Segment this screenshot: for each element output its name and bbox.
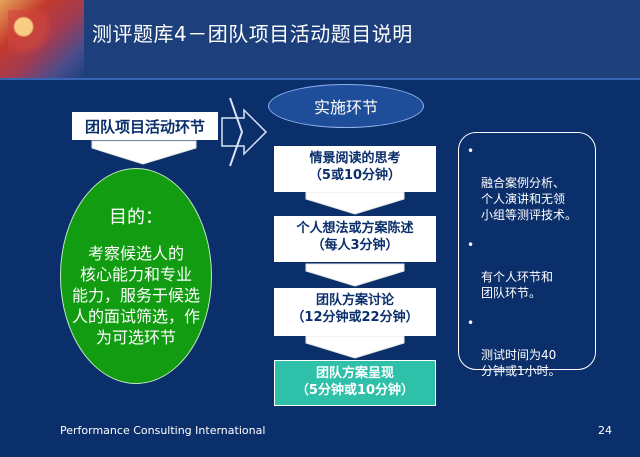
note-item: • 测试时间为40 分钟或1小时。 xyxy=(467,315,587,379)
note-text: 有个人环节和 团队环节。 xyxy=(481,270,554,300)
step-box: 团队方案讨论 （12分钟或22分钟） xyxy=(274,288,436,336)
page-number: 24 xyxy=(598,424,612,437)
step-box: 个人想法或方案陈述 （每人3分钟） xyxy=(274,216,436,262)
note-item: • 有个人环节和 团队环节。 xyxy=(467,237,587,301)
bullet-dot-icon: • xyxy=(467,316,475,330)
arrow-down-icon xyxy=(91,140,197,165)
step-duration: （12分钟或22分钟） xyxy=(291,310,419,325)
chevron-right-icon xyxy=(229,97,244,167)
step-duration: （每人3分钟） xyxy=(311,238,399,253)
footer-company: Performance Consulting International xyxy=(60,424,266,437)
step-box-final: 团队方案呈现 （5分钟或10分钟） xyxy=(274,360,436,406)
bullet-dot-icon: • xyxy=(467,144,475,158)
step-title: 团队方案呈现 xyxy=(315,366,394,381)
step-title: 团队方案讨论 xyxy=(315,293,394,308)
step-title: 情景阅读的思考 xyxy=(309,151,401,166)
arrow-down-icon xyxy=(305,191,405,215)
note-text: 测试时间为40 分钟或1小时。 xyxy=(481,348,561,378)
arrow-right-icon xyxy=(221,108,268,156)
purpose-title: 目的： xyxy=(109,207,163,228)
step-duration: （5分钟或10分钟） xyxy=(295,383,415,398)
step-title: 个人想法或方案陈述 xyxy=(296,221,414,236)
note-item: • 融合案例分析、 个人演讲和无领 小组等测评技术。 xyxy=(467,143,587,223)
arrow-down-icon xyxy=(305,335,405,359)
bullet-dot-icon: • xyxy=(467,238,475,252)
implementation-ellipse: 实施环节 xyxy=(268,84,424,128)
notes-box: • 融合案例分析、 个人演讲和无领 小组等测评技术。 • 有个人环节和 团队环节… xyxy=(458,132,596,378)
note-text: 融合案例分析、 个人演讲和无领 小组等测评技术。 xyxy=(481,176,578,222)
header-bar xyxy=(0,0,640,78)
purpose-text: 考察候选人的 核心能力和专业 能力，服务于候选 人的面试筛选，作 为可选环节 xyxy=(71,244,200,347)
header-divider xyxy=(0,78,640,80)
arrow-down-icon xyxy=(305,263,405,287)
step-box: 情景阅读的思考 （5或10分钟） xyxy=(274,146,436,192)
step-duration: （5或10分钟） xyxy=(308,168,402,183)
header-image xyxy=(0,0,84,78)
purpose-oval: 目的： 考察候选人的 核心能力和专业 能力，服务于候选 人的面试筛选，作 为可选… xyxy=(60,168,212,384)
page-title: 测评题库4－团队项目活动题目说明 xyxy=(92,22,413,46)
activity-label: 团队项目活动环节 xyxy=(72,112,218,140)
